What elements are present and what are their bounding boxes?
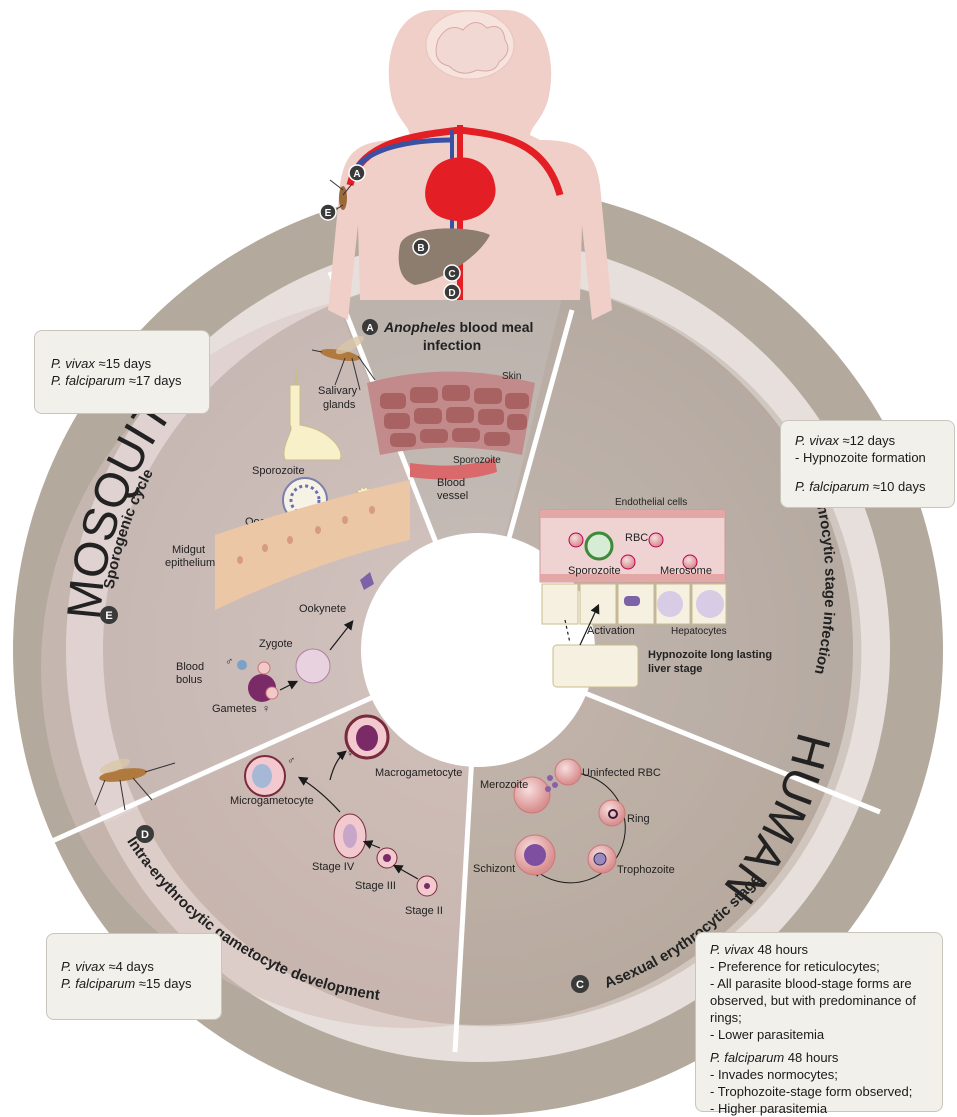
gametocyte-illustration [244, 714, 438, 897]
sporozoite-liver-label: Sporozoite [568, 565, 621, 577]
stage-iv-label: Stage IV [312, 861, 355, 873]
salivary-glands [283, 370, 342, 461]
female-symbol-gametes: ♀ [262, 703, 270, 715]
mosquito-icon [94, 758, 176, 811]
mosquito-duration-box: P. vivax ≈15 days P. falciparum ≈17 days [34, 330, 210, 414]
stage-e-badge: E [100, 606, 118, 624]
human-body [328, 10, 612, 320]
center-hole [361, 533, 595, 767]
midgut-label-2: epithelium [165, 557, 215, 569]
sporozoite-mosquito-label: Sporozoite [252, 465, 305, 477]
salivary-label-2: glands [323, 399, 356, 411]
merozoite-label: Merozoite [480, 779, 528, 791]
asexual-cycle-illustration [513, 758, 626, 884]
svg-text:D: D [141, 829, 149, 841]
blood-vessel-label-1: Blood [437, 477, 465, 489]
salivary-label-1: Salivary [318, 385, 358, 397]
schizont-label: Schizont [473, 863, 515, 875]
female-symbol-macro: ♀ [346, 748, 354, 760]
blood-vessel-label-2: vessel [437, 490, 468, 502]
gametes-label: Gametes [212, 703, 257, 715]
trophozoite-label: Trophozoite [617, 864, 675, 876]
rbc-label: RBC [625, 532, 648, 544]
svg-text:B: B [417, 243, 424, 254]
body-marker-b: B [412, 238, 430, 256]
stage-d-badge: D [136, 825, 154, 843]
mosquito-biting-icon [311, 335, 376, 391]
svg-text:E: E [325, 208, 332, 219]
pre-erythrocytic-duration-box: P. vivax ≈12 days - Hypnozoite formation… [780, 420, 955, 508]
zygote-label: Zygote [259, 638, 293, 650]
body-marker-d: D [443, 283, 461, 301]
uninfected-rbc-label: Uninfected RBC [582, 767, 661, 779]
sporozoite-skin-label: Sporozoite [453, 455, 501, 466]
zygote-icon [295, 648, 331, 684]
activation-label: Activation [587, 625, 635, 637]
gametocyte-duration-box: P. vivax ≈4 days P. falciparum ≈15 days [46, 933, 222, 1020]
ookynete-label: Ookynete [299, 603, 346, 615]
male-symbol-gametes: ♂ [225, 656, 233, 668]
ookynete-icon [360, 572, 374, 590]
male-symbol-micro: ♂ [287, 755, 295, 767]
svg-text:D: D [448, 288, 455, 299]
midgut-epithelium [215, 480, 410, 610]
svg-text:A: A [353, 169, 360, 180]
liver-sinusoid-illustration [539, 509, 727, 688]
gametes-icon [237, 660, 279, 702]
merosome-label: Merosome [660, 565, 712, 577]
endothelial-label: Endothelial cells [615, 497, 687, 508]
stage-c-badge: C [571, 975, 589, 993]
svg-text:E: E [105, 610, 112, 622]
hypnozoite-label-2: liver stage [648, 663, 702, 675]
blood-bolus-label-1: Blood [176, 661, 204, 673]
stage-ii-label: Stage II [405, 905, 443, 917]
skin-label: Skin [502, 371, 521, 382]
svg-text:A: A [366, 323, 373, 334]
ring-label: Ring [627, 813, 650, 825]
body-marker-e: E [319, 203, 337, 221]
svg-text:infection: infection [423, 337, 481, 353]
svg-text:C: C [448, 269, 455, 280]
midgut-label-1: Midgut [172, 544, 205, 556]
body-marker-c: C [443, 264, 461, 282]
blood-bolus-label-2: bolus [176, 674, 203, 686]
svg-text:C: C [576, 979, 584, 991]
body-marker-a: A [348, 164, 366, 182]
stage-iii-label: Stage III [355, 880, 396, 892]
hepatocytes-label: Hepatocytes [671, 626, 727, 637]
microgametocyte-label: Microgametocyte [230, 795, 314, 807]
svg-text:Anopheles blood meal: Anopheles blood meal [383, 319, 533, 335]
hypnozoite-label-1: Hypnozoite long lasting [648, 649, 772, 661]
macrogametocyte-label: Macrogametocyte [375, 767, 462, 779]
stage-a-title: A Anopheles blood meal infection [362, 319, 533, 353]
heart [425, 157, 496, 221]
skin-tissue [367, 371, 535, 480]
asexual-stage-box: P. vivax 48 hours - Preference for retic… [695, 932, 943, 1116]
